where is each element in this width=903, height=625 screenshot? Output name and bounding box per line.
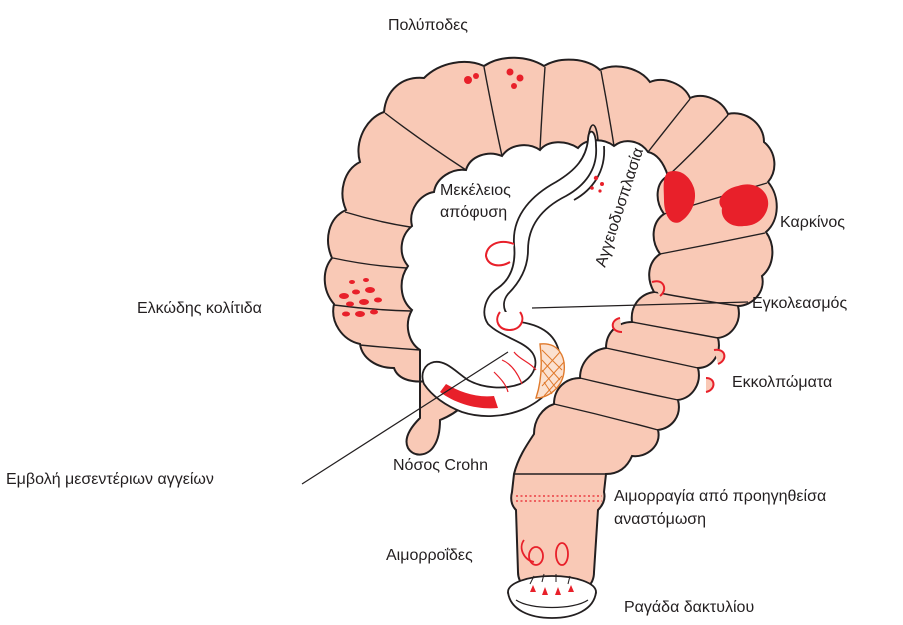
colon — [325, 58, 777, 592]
colon-outline — [325, 58, 777, 592]
label-intussusception: Εγκολεασμός — [752, 295, 847, 312]
intussusception-lesion — [497, 312, 522, 330]
meckel-diverticulum — [486, 242, 514, 265]
label-anal-fissure: Ραγάδα δακτυλίου — [624, 599, 754, 616]
label-diverticula: Εκκολπώματα — [732, 374, 832, 391]
label-anastomosis-line2: αναστόμωση — [614, 511, 706, 528]
label-cancer: Καρκίνος — [780, 214, 845, 231]
label-crohn: Νόσος Crohn — [393, 457, 488, 474]
label-meckel-line1: Μεκέλειος — [440, 182, 511, 199]
label-mesenteric-embolism: Εμβολή μεσεντέριων αγγείων — [6, 471, 214, 488]
label-ulcerative-colitis: Ελκώδης κολίτιδα — [137, 300, 262, 317]
label-hemorrhoids: Αιμορροΐδες — [386, 547, 473, 564]
label-angiodysplasia: Αγγειοδυσπλασία — [593, 146, 648, 269]
anus — [508, 574, 596, 618]
label-anastomosis-line1: Αιμορραγία από προηγηθείσα — [614, 488, 826, 505]
label-polyps: Πολύποδες — [388, 17, 468, 34]
label-meckel-line2: απόφυση — [440, 204, 507, 221]
